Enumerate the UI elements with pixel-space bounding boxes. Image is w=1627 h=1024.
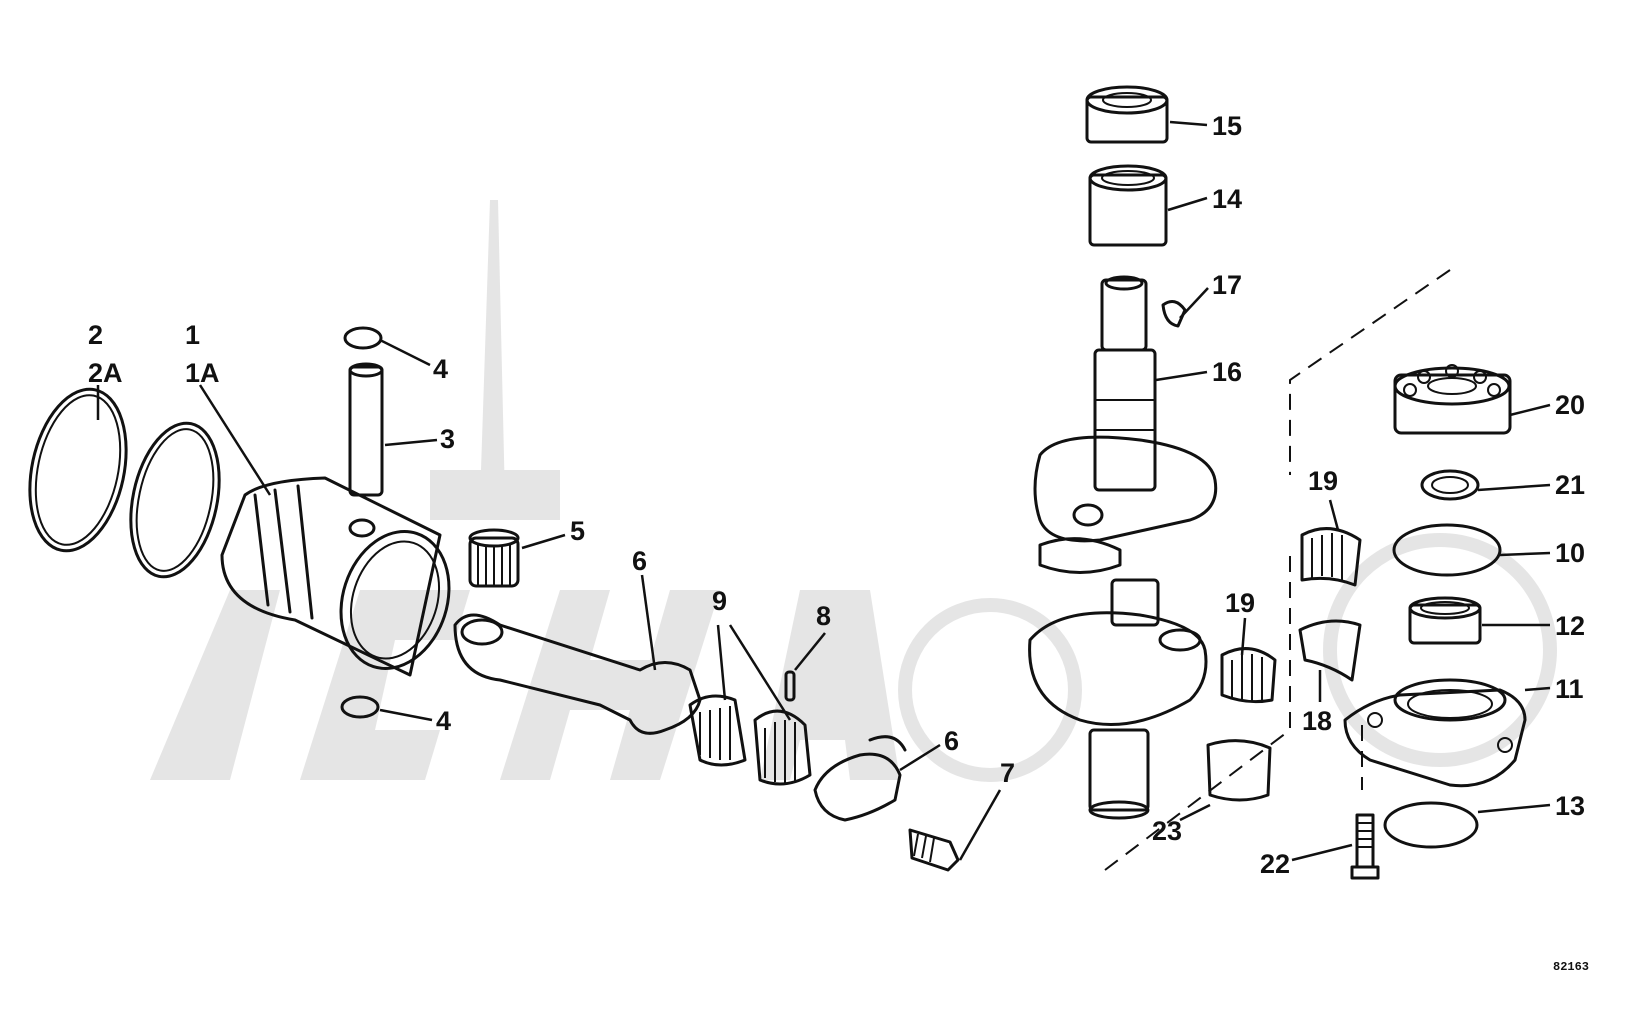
- callout-labels: 2 2A 1 1A 4 3 5 6 9 8 4 6 7 15 14 17 16 …: [88, 111, 1585, 879]
- callout-9: 9: [712, 586, 727, 616]
- screw-22: [1350, 813, 1380, 880]
- callout-7: 7: [1000, 758, 1015, 788]
- drawing-code: 82163: [1553, 960, 1589, 974]
- connecting-rod-6: [453, 613, 702, 735]
- dowel-pin-8: [784, 670, 796, 702]
- callout-3: 3: [440, 424, 455, 454]
- oil-seal-15: [1085, 85, 1169, 144]
- callout-22: 22: [1260, 849, 1290, 879]
- crankshaft-16: [1028, 275, 1218, 820]
- callout-18: 18: [1302, 706, 1332, 736]
- callout-23: 23: [1152, 816, 1182, 846]
- o-ring-13: [1383, 801, 1479, 849]
- callout-1: 1: [185, 320, 200, 350]
- needle-bearing-5: [468, 528, 520, 588]
- callout-20: 20: [1555, 390, 1585, 420]
- retaining-ring-4-bottom: [340, 695, 380, 719]
- callout-21: 21: [1555, 470, 1585, 500]
- callout-4-bottom: 4: [436, 706, 451, 736]
- piston-1: [220, 476, 451, 677]
- callout-1a: 1A: [185, 358, 220, 388]
- watermark-logo: [150, 200, 1557, 782]
- callout-5: 5: [570, 516, 585, 546]
- o-ring-10: [1392, 523, 1502, 577]
- rod-cap-6: [813, 735, 907, 822]
- callout-19-upper: 19: [1308, 466, 1338, 496]
- callout-12: 12: [1555, 611, 1585, 641]
- callout-6-rod: 6: [632, 546, 647, 576]
- leader-lines: [96, 120, 1551, 862]
- callout-2: 2: [88, 320, 103, 350]
- bearing-cage-9-right: [753, 709, 812, 786]
- callout-16: 16: [1212, 357, 1242, 387]
- retaining-ring-4-top: [343, 326, 383, 350]
- callout-4-top: 4: [433, 354, 448, 384]
- piston-ring-second: [129, 421, 221, 579]
- needle-bearing-14: [1088, 164, 1168, 247]
- rod-bolt-7: [908, 828, 960, 872]
- bearing-cage-9-left: [688, 694, 747, 767]
- callout-15: 15: [1212, 111, 1242, 141]
- callout-19-lower: 19: [1225, 588, 1255, 618]
- callout-17: 17: [1212, 270, 1242, 300]
- bearing-sleeve-23: [1206, 739, 1272, 802]
- bearing-half-19-lower: [1220, 647, 1277, 704]
- bearing-half-19-upper: [1300, 527, 1362, 587]
- retaining-ring-21: [1420, 469, 1480, 501]
- callout-6-cap: 6: [944, 726, 959, 756]
- wrist-pin-3: [348, 362, 384, 497]
- woodruff-key-17: [1161, 299, 1187, 328]
- callout-11: 11: [1555, 674, 1584, 704]
- assembly-guide-lines: [1104, 269, 1451, 871]
- bearing-housing-11: [1343, 678, 1527, 788]
- bearing-race-18: [1298, 619, 1362, 682]
- oil-seal-12: [1408, 596, 1482, 645]
- callout-2a: 2A: [88, 358, 123, 388]
- callout-13: 13: [1555, 791, 1585, 821]
- callout-8: 8: [816, 601, 831, 631]
- ball-bearing-20: [1393, 364, 1512, 435]
- piston-ring-2: [28, 387, 128, 553]
- callout-10: 10: [1555, 538, 1585, 568]
- callout-14: 14: [1212, 184, 1242, 214]
